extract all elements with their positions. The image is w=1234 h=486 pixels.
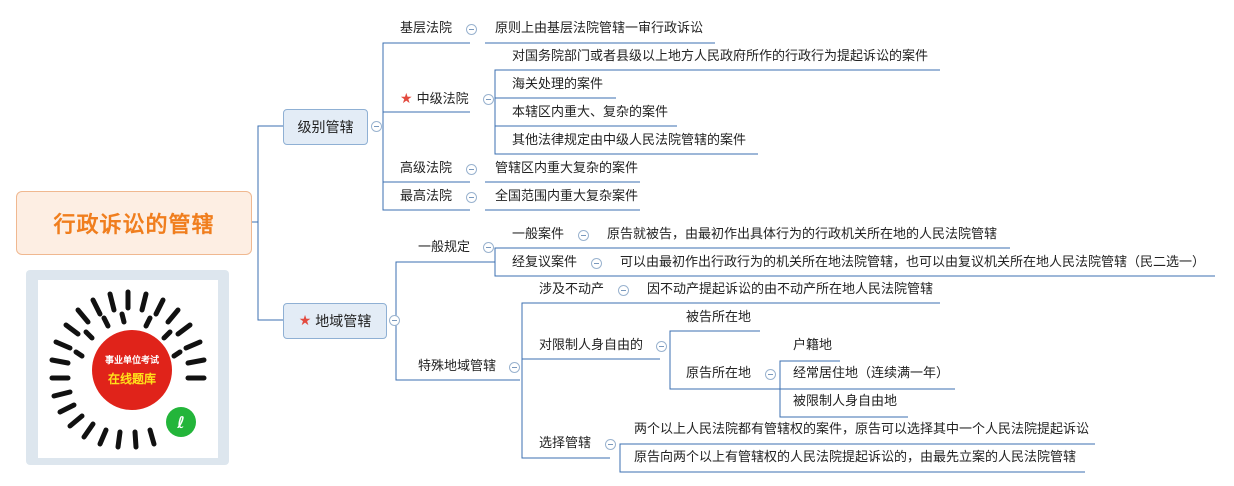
star-icon: ★	[400, 91, 413, 107]
node-intermediate-item[interactable]: 其他法律规定由中级人民法院管辖的案件	[512, 133, 747, 148]
node-intermediate-item[interactable]: 海关处理的案件	[512, 77, 604, 92]
node-region-jurisdiction[interactable]: ★ 地域管辖	[283, 303, 387, 339]
collapse-icon[interactable]	[618, 285, 629, 296]
node-ordinary-case[interactable]: 一般案件	[512, 227, 565, 242]
qr-logo: 事业单位考试 在线题库	[92, 330, 172, 410]
node-review-case[interactable]: 经复议案件	[512, 255, 578, 270]
node-review-desc[interactable]: 可以由最初作出行政行为的机关所在地法院管辖，也可以由复议机关所在地人民法院管辖（…	[620, 255, 1206, 270]
collapse-icon[interactable]	[483, 94, 494, 105]
node-realty-desc[interactable]: 因不动产提起诉讼的由不动产所在地人民法院管辖	[647, 282, 934, 297]
node-defendant-location[interactable]: 被告所在地	[686, 310, 752, 325]
node-choice-item[interactable]: 两个以上人民法院都有管辖权的案件，原告可以选择其中一个人民法院提起诉讼	[634, 422, 1090, 437]
qr-line1: 事业单位考试	[104, 356, 159, 366]
star-icon: ★	[298, 313, 312, 329]
node-level-jurisdiction[interactable]: 级别管辖	[283, 109, 368, 145]
node-supreme-desc[interactable]: 全国范围内重大复杂案件	[495, 189, 639, 204]
collapse-icon[interactable]	[591, 258, 602, 269]
collapse-icon[interactable]	[578, 230, 589, 241]
node-basic-court[interactable]: 基层法院	[400, 21, 453, 36]
root-topic[interactable]: 行政诉讼的管辖	[16, 191, 252, 255]
qr-line2: 在线题库	[107, 372, 156, 386]
node-ordinary-desc[interactable]: 原告就被告，由最初作出具体行为的行政机关所在地的人民法院管辖	[607, 227, 998, 242]
node-high-court[interactable]: 高级法院	[400, 161, 453, 176]
node-supreme-court[interactable]: 最高法院	[400, 189, 453, 204]
root-title: 行政诉讼的管辖	[53, 213, 215, 238]
collapse-icon[interactable]	[509, 362, 520, 373]
node-plaintiff-item[interactable]: 经常居住地（连续满一年）	[793, 366, 950, 381]
node-general-rule[interactable]: 一般规定	[418, 240, 471, 255]
node-choice[interactable]: 选择管辖	[539, 436, 592, 451]
collapse-icon[interactable]	[466, 24, 477, 35]
node-intermediate-label: 中级法院	[416, 92, 469, 107]
collapse-icon[interactable]	[605, 439, 616, 450]
node-high-desc[interactable]: 管辖区内重大复杂的案件	[495, 161, 639, 176]
node-plaintiff-item[interactable]: 被限制人身自由地	[793, 394, 898, 409]
node-special-rule[interactable]: 特殊地域管辖	[418, 359, 497, 374]
node-realty[interactable]: 涉及不动产	[539, 282, 605, 297]
collapse-icon[interactable]	[466, 192, 477, 203]
qr-pattern	[49, 289, 207, 450]
node-plaintiff-location[interactable]: 原告所在地	[686, 366, 752, 381]
node-level-label: 级别管辖	[297, 120, 354, 136]
collapse-icon[interactable]	[389, 315, 400, 326]
collapse-icon[interactable]	[656, 341, 667, 352]
collapse-icon[interactable]	[483, 242, 494, 253]
node-restrict-freedom[interactable]: 对限制人身自由的	[539, 338, 644, 353]
node-intermediate-item[interactable]: 对国务院部门或者县级以上地方人民政府所作的行政行为提起诉讼的案件	[512, 49, 929, 64]
node-basic-desc[interactable]: 原则上由基层法院管辖一审行政诉讼	[495, 21, 704, 36]
collapse-icon[interactable]	[765, 369, 776, 380]
node-intermediate-court[interactable]: ★中级法院	[400, 91, 469, 108]
node-choice-item[interactable]: 原告向两个以上有管辖权的人民法院提起诉讼的，由最先立案的人民法院管辖	[634, 450, 1077, 465]
collapse-icon[interactable]	[466, 164, 477, 175]
node-region-label: 地域管辖	[315, 314, 372, 330]
node-plaintiff-item[interactable]: 户籍地	[793, 338, 833, 353]
mini-program-icon: ℓ	[166, 407, 196, 437]
node-intermediate-item[interactable]: 本辖区内重大、复杂的案件	[512, 105, 669, 120]
collapse-icon[interactable]	[371, 121, 382, 132]
